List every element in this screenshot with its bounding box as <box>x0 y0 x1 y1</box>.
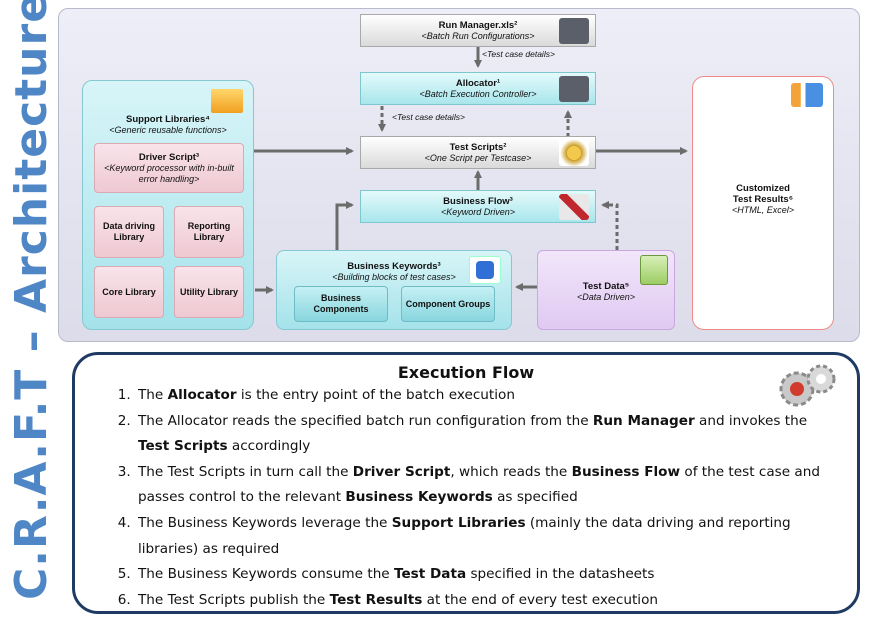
execution-step: The Test Scripts publish the Test Result… <box>135 588 835 614</box>
arrow-testdata-businessflow <box>601 201 619 250</box>
allocator-box: Allocator¹ <Batch Execution Controller> <box>360 72 596 105</box>
business-keywords-title: Business Keywords³ <box>347 261 441 272</box>
arrow-keywords-businessflow <box>335 201 354 250</box>
test-scripts-box: Test Scripts² <One Script per Testcase> <box>360 136 596 169</box>
business-components-box: Business Components <box>294 286 388 322</box>
execution-step: The Allocator is the entry point of the … <box>135 383 835 409</box>
allocator-subtitle: <Batch Execution Controller> <box>419 89 537 99</box>
gears-icon <box>779 364 836 407</box>
execution-step: The Business Keywords consume the Test D… <box>135 562 835 588</box>
step-keyword: Support Libraries <box>391 514 526 531</box>
step-keyword: Test Scripts <box>138 438 228 455</box>
step-keyword: Business Flow <box>571 463 681 480</box>
run-manager-title: Run Manager.xls² <box>438 20 518 31</box>
test-scripts-title: Test Scripts² <box>449 142 507 153</box>
support-libraries-subtitle: <Generic reusable functions> <box>109 125 227 135</box>
driver-script-box: Driver Script³ <Keyword processor with i… <box>94 143 244 193</box>
step-keyword: Business Keywords <box>345 489 493 506</box>
business-flow-subtitle: <Keyword Driven> <box>440 207 516 217</box>
puzzle-grid-icon <box>559 194 589 220</box>
test-results-subtitle: <HTML, Excel> <box>731 205 795 215</box>
test-data-box: Test Data⁵ <Data Driven> <box>537 250 675 330</box>
test-results-title: Customized Test Results⁶ <box>732 183 794 205</box>
step-text: specified in the datasheets <box>466 566 655 583</box>
driver-script-title: Driver Script³ <box>138 152 200 163</box>
test-scripts-subtitle: <One Script per Testcase> <box>424 153 532 163</box>
business-flow-title: Business Flow³ <box>443 196 513 207</box>
run-manager-subtitle: <Batch Run Configurations> <box>421 31 535 41</box>
step-text: at the end of every test execution <box>422 591 659 608</box>
execution-step: The Test Scripts in turn call the Driver… <box>135 460 835 511</box>
chart-icon <box>791 83 823 107</box>
notepad-icon <box>640 255 668 285</box>
step-keyword: Allocator <box>167 387 237 403</box>
ship-wheel-icon <box>559 140 589 166</box>
driver-script-subtitle: <Keyword processor with in-built error h… <box>104 163 234 184</box>
step-text: is the entry point of the batch executio… <box>236 387 515 403</box>
arrow-label-test-case-details: <Test case details> <box>482 49 555 59</box>
step-text: The Business Keywords consume the <box>138 566 394 583</box>
puzzle-piece-icon <box>469 256 501 284</box>
business-flow-box: Business Flow³ <Keyword Driven> <box>360 190 596 223</box>
run-manager-box: Run Manager.xls² <Batch Run Configuratio… <box>360 14 596 47</box>
component-groups-box: Component Groups <box>401 286 495 322</box>
step-text: The <box>138 387 168 403</box>
execution-flow-title: Execution Flow <box>397 363 535 382</box>
test-data-subtitle: <Data Driven> <box>576 292 636 302</box>
reporting-library-box: Reporting Library <box>174 206 244 258</box>
business-keywords-subtitle: <Building blocks of test cases> <box>332 272 456 282</box>
folder-icon <box>211 89 243 113</box>
utility-library-box: Utility Library <box>174 266 244 318</box>
step-text: , which reads the <box>450 463 572 480</box>
test-data-title: Test Data⁵ <box>582 281 630 292</box>
step-text: The Business Keywords leverage the <box>138 514 392 531</box>
execution-steps-list: The Allocator is the entry point of the … <box>113 383 835 613</box>
step-text: The Allocator reads the specified batch … <box>138 412 593 429</box>
data-driving-library-box: Data driving Library <box>94 206 164 258</box>
arrow-label-test-case-details: <Test case details> <box>392 112 465 122</box>
execution-step: The Allocator reads the specified batch … <box>135 409 835 460</box>
step-text: of the test case and passes control to t… <box>138 463 821 506</box>
step-text: The Test Scripts in turn call the <box>138 463 353 480</box>
test-results-panel: Customized Test Results⁶ <HTML, Excel> <box>692 76 834 330</box>
step-text: accordingly <box>227 438 311 455</box>
step-keyword: Test Data <box>394 566 467 583</box>
step-keyword: Run Manager <box>592 412 695 429</box>
spreadsheet-icon <box>559 18 589 44</box>
execution-step: The Business Keywords leverage the Suppo… <box>135 511 835 562</box>
step-text: and invokes the <box>694 412 808 429</box>
step-keyword: Test Results <box>329 591 423 608</box>
core-library-box: Core Library <box>94 266 164 318</box>
allocator-title: Allocator¹ <box>455 78 501 89</box>
step-text: (mainly the data driving and reporting l… <box>138 514 791 557</box>
spreadsheet-icon <box>559 76 589 102</box>
execution-flow-panel: Execution Flow The Allocator is the entr… <box>72 352 860 614</box>
step-text: The Test Scripts publish the <box>138 591 330 608</box>
step-keyword: Driver Script <box>352 463 451 480</box>
support-libraries-title: Support Libraries⁴ <box>126 114 210 125</box>
step-text: as specified <box>492 489 578 506</box>
